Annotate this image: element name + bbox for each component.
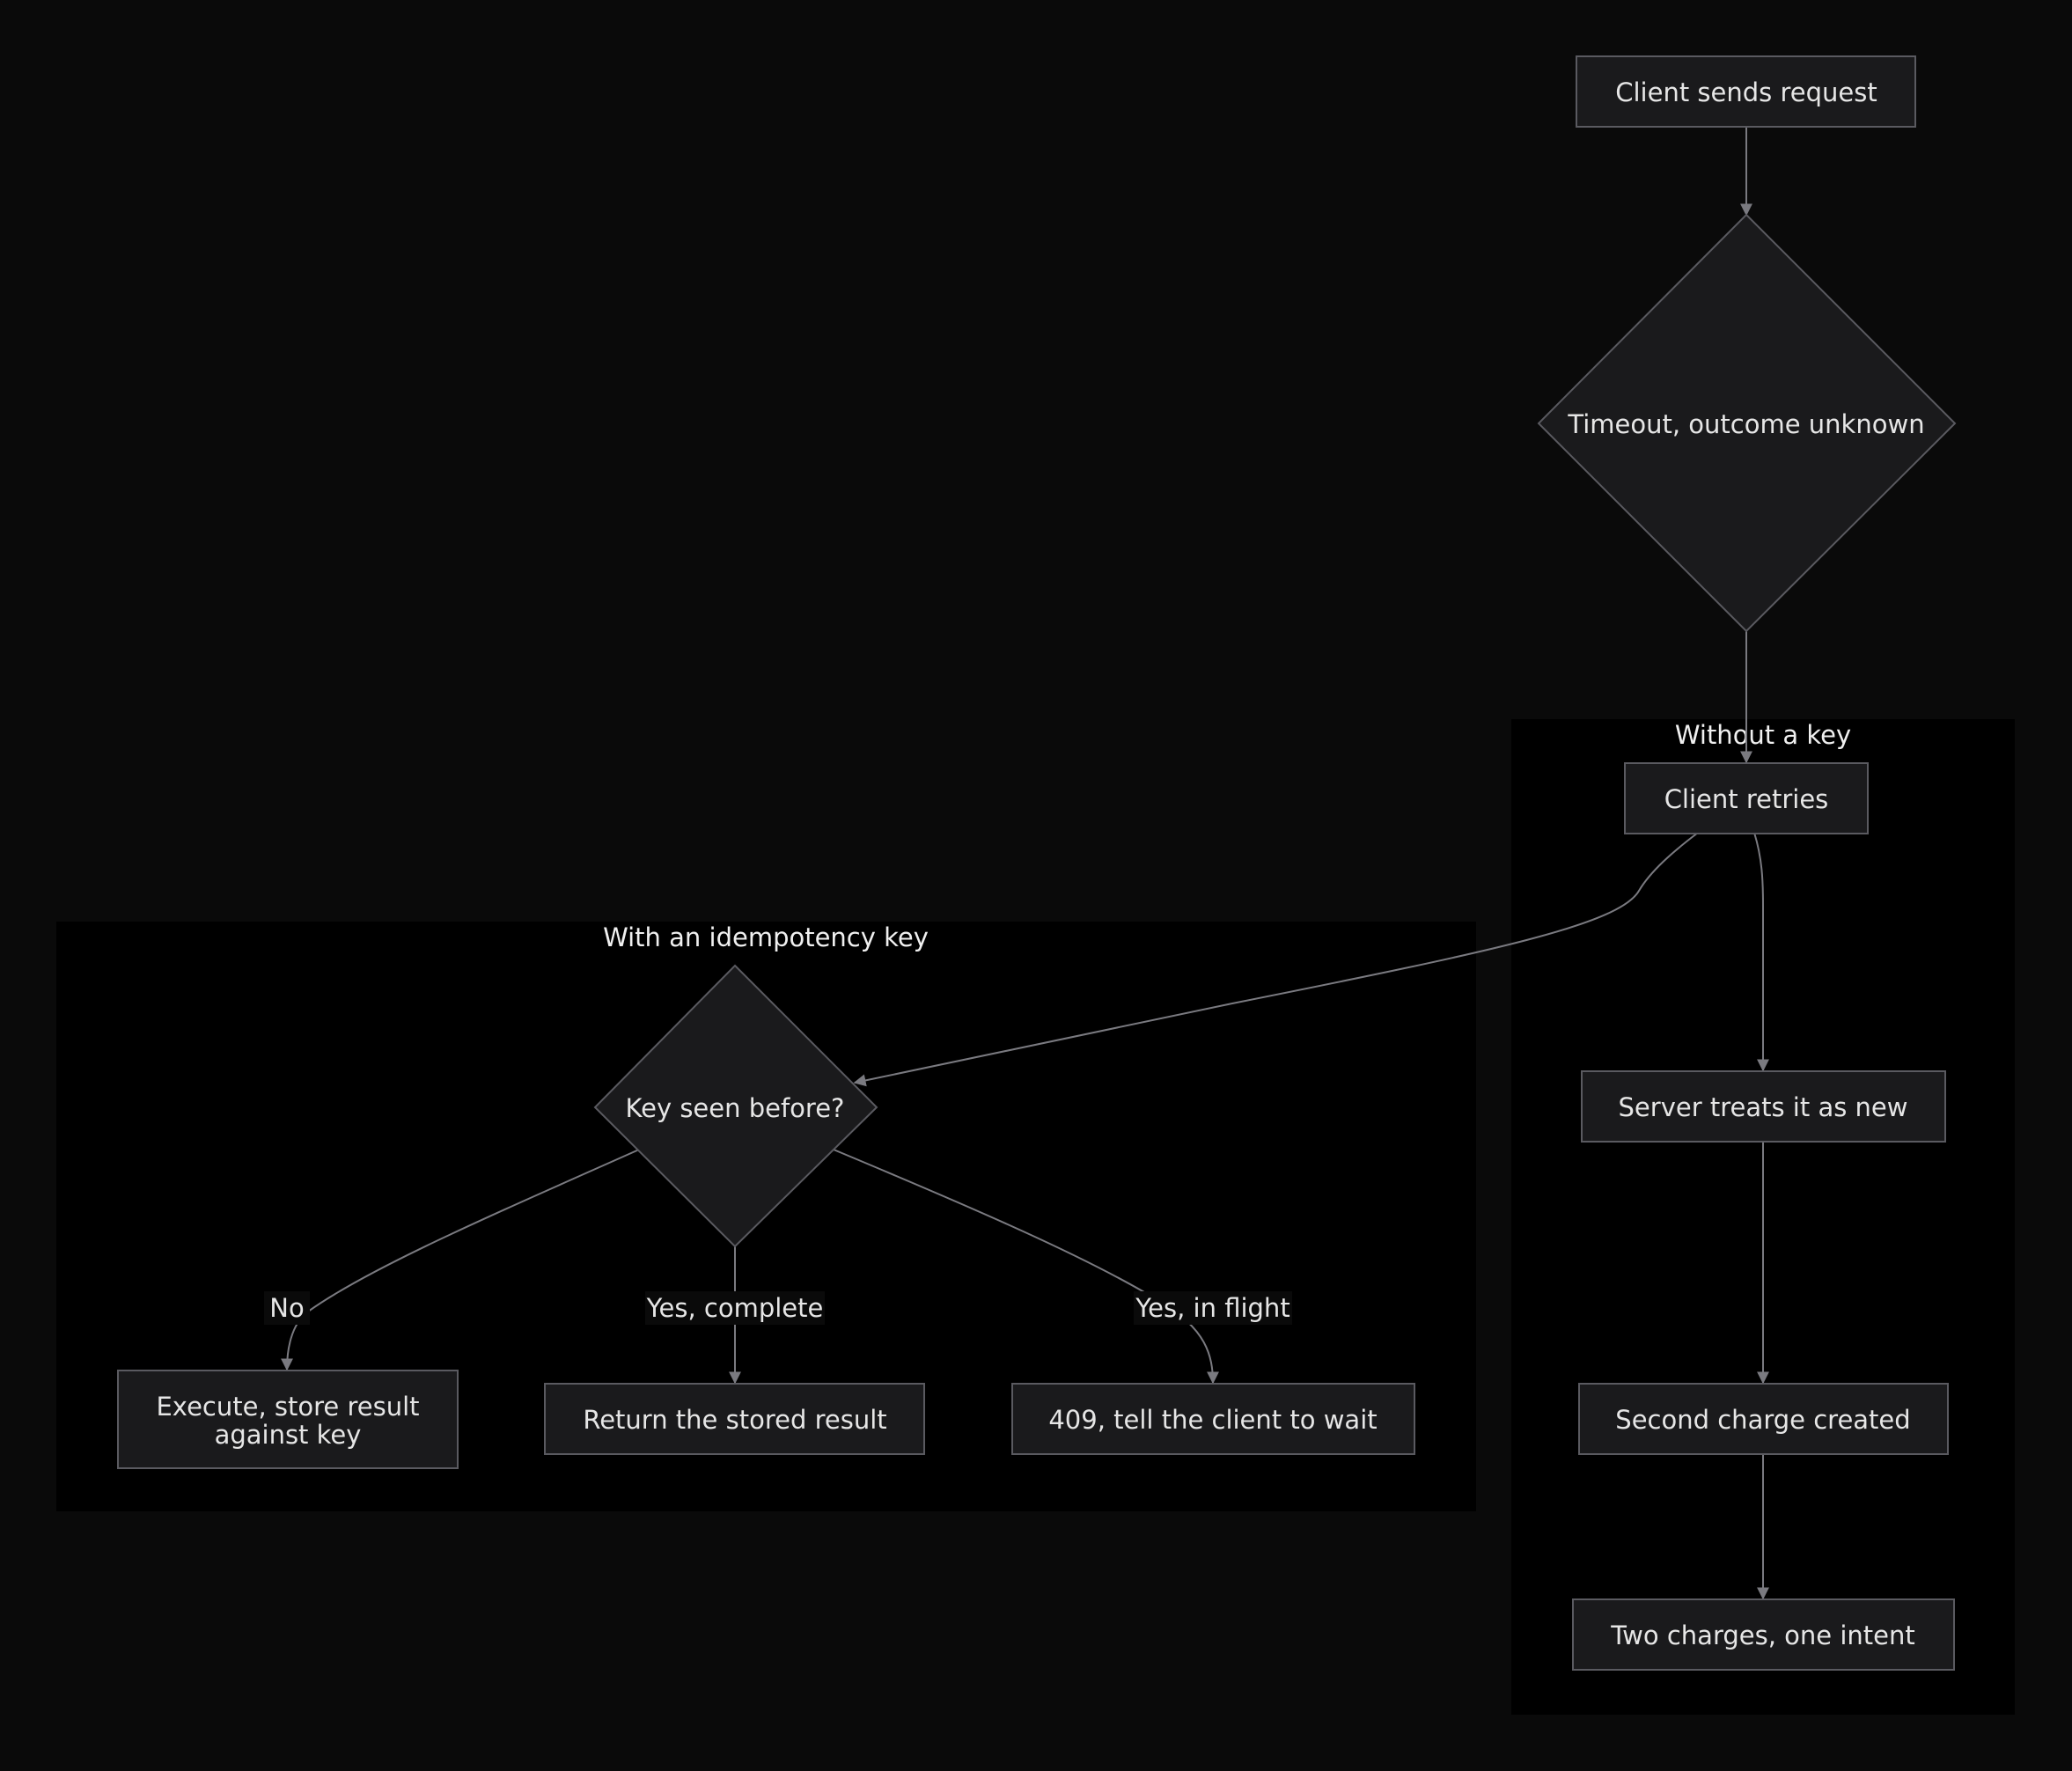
node-execute-store-label-line1: Execute, store result xyxy=(156,1392,419,1422)
node-server-treats-new: Server treats it as new xyxy=(1581,1070,1946,1143)
edge-label-yes-complete-text: Yes, complete xyxy=(646,1293,824,1323)
node-key-seen-decision-label: Key seen before? xyxy=(626,1093,845,1123)
cluster-without-key-title: Without a key xyxy=(1675,720,1851,750)
node-two-charges-label: Two charges, one intent xyxy=(1610,1620,1914,1650)
node-client-retries: Client retries xyxy=(1624,762,1869,834)
node-second-charge-label: Second charge created xyxy=(1615,1405,1910,1435)
edge-retries-to-server-new xyxy=(1753,832,1769,1072)
node-second-charge: Second charge created xyxy=(1578,1383,1949,1455)
node-timeout-decision: Timeout, outcome unknown xyxy=(1537,213,1957,633)
edge-label-yes-complete: Yes, complete xyxy=(645,1291,825,1325)
edge-retries-to-key-seen xyxy=(853,832,1699,1087)
edge-key-seen-to-execute xyxy=(281,1149,640,1371)
edge-label-no-text: No xyxy=(269,1293,304,1323)
edge-label-yes-in-flight-text: Yes, in flight xyxy=(1135,1293,1289,1323)
node-client-retries-label: Client retries xyxy=(1664,784,1829,814)
node-return-stored: Return the stored result xyxy=(544,1383,925,1455)
node-server-treats-new-label: Server treats it as new xyxy=(1619,1092,1908,1122)
edge-label-yes-in-flight: Yes, in flight xyxy=(1134,1291,1292,1325)
node-key-seen-decision: Key seen before? xyxy=(593,964,878,1248)
node-return-stored-label: Return the stored result xyxy=(583,1405,886,1435)
node-409-wait-label: 409, tell the client to wait xyxy=(1048,1405,1377,1435)
edges xyxy=(281,128,1769,1600)
edge-key-seen-to-409 xyxy=(833,1149,1219,1385)
node-timeout-decision-label: Timeout, outcome unknown xyxy=(1567,409,1924,439)
node-execute-store: Execute, store result against key xyxy=(117,1370,459,1469)
node-client-sends-request-label: Client sends request xyxy=(1615,77,1877,107)
node-409-wait: 409, tell the client to wait xyxy=(1011,1383,1415,1455)
edge-label-no: No xyxy=(264,1291,310,1325)
node-client-sends-request: Client sends request xyxy=(1576,55,1916,128)
cluster-with-key-title: With an idempotency key xyxy=(603,922,929,952)
node-two-charges: Two charges, one intent xyxy=(1572,1598,1955,1671)
node-execute-store-label-line2: against key xyxy=(215,1420,362,1450)
